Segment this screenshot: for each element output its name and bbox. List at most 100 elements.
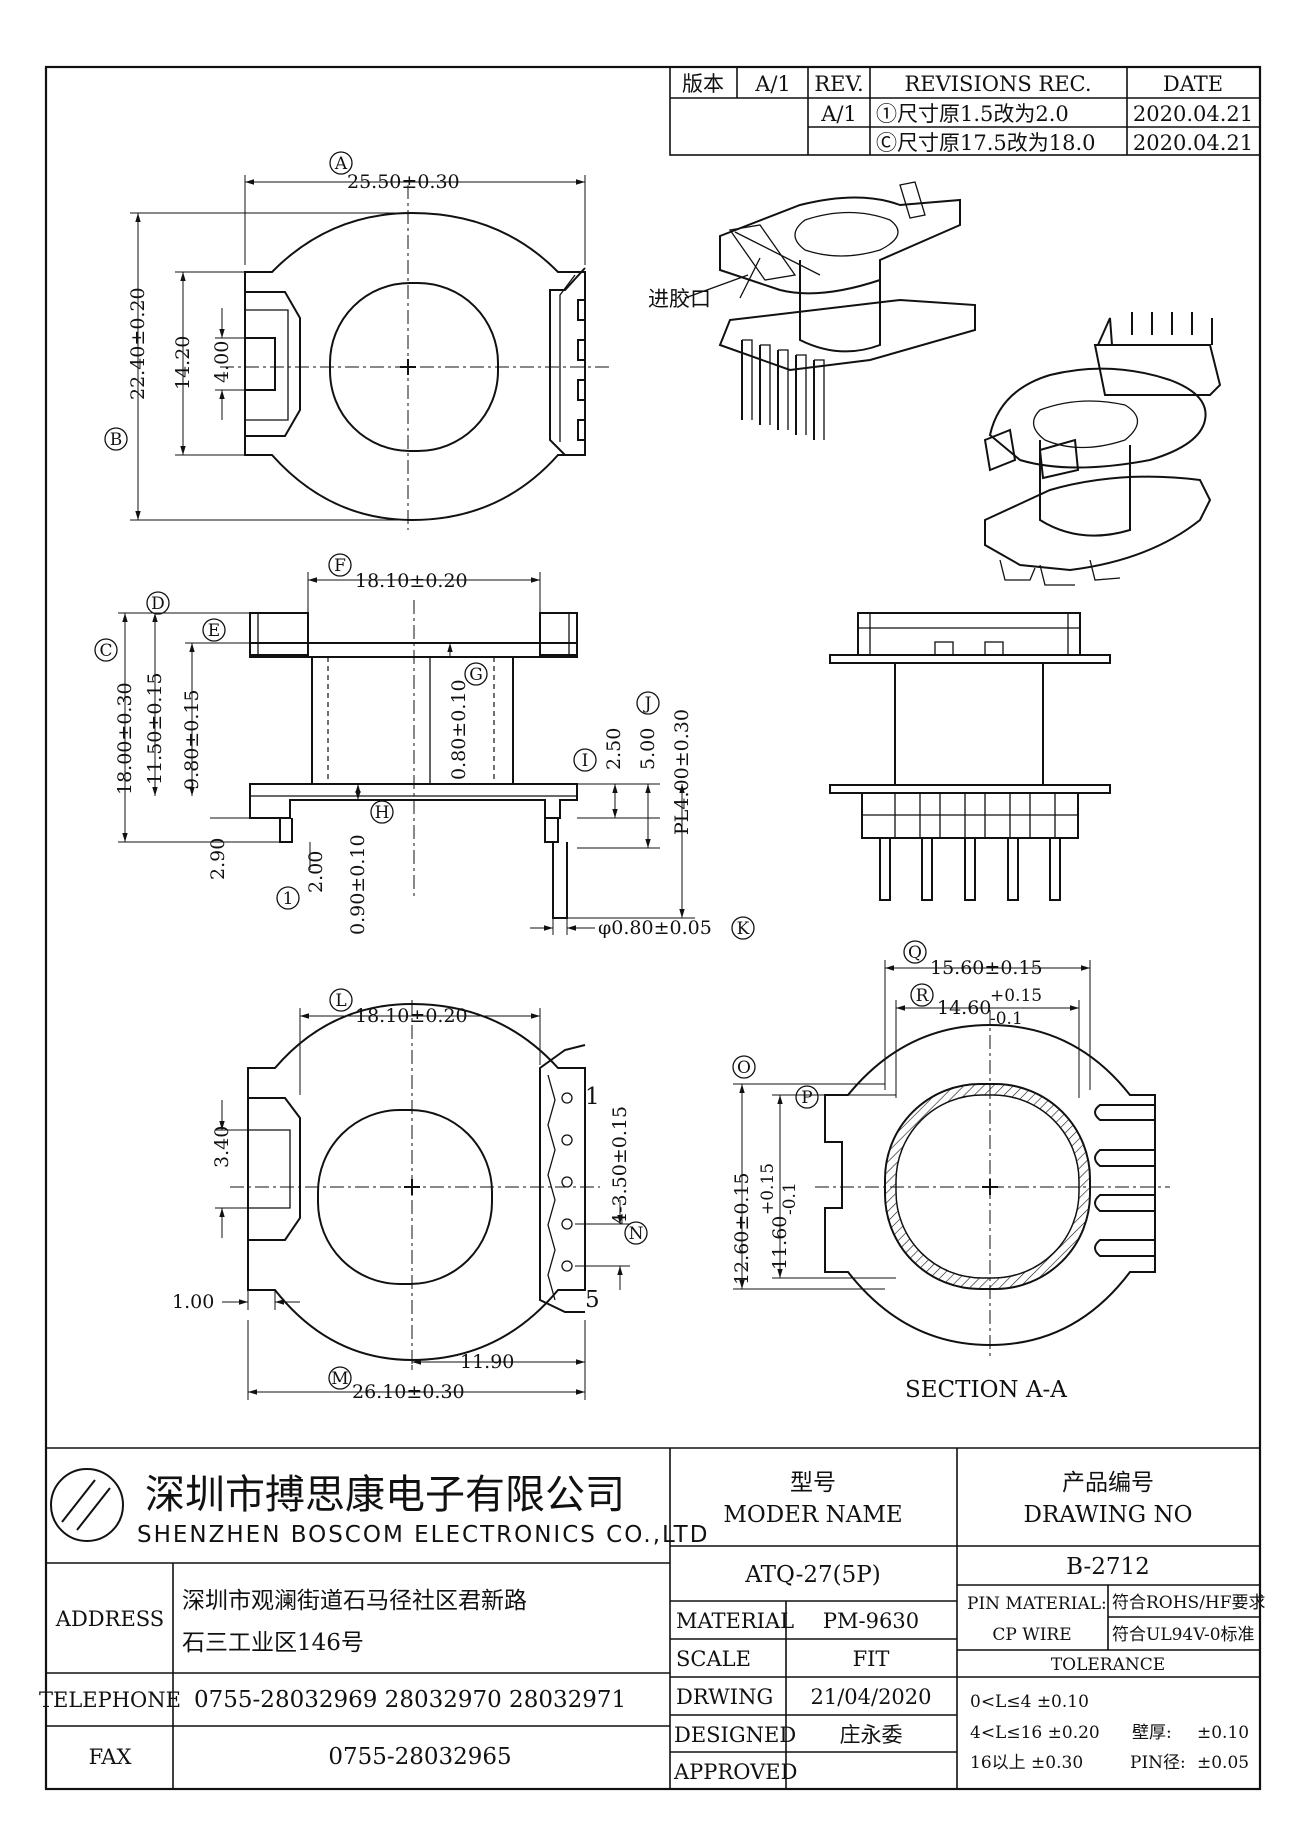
dim-sec-11-6: 11.60 <box>769 1216 791 1270</box>
dim-side-0-8: 0.80±0.10 <box>448 679 470 780</box>
rev-row-1-rev: A/1 <box>820 102 857 126</box>
tolerance-3: 16以上 ±0.30 <box>970 1753 1083 1773</box>
marker-j-label: J <box>643 694 652 714</box>
approved-label: APPROVED <box>673 1760 797 1784</box>
marker-e-label: E <box>208 621 220 641</box>
dim-bot-pitch: 4-3.50±0.15 <box>609 1106 631 1225</box>
marker-f-label: F <box>334 556 346 576</box>
marker-m <box>328 1366 352 1390</box>
telephone-value: 0755-28032969 28032970 28032971 <box>194 1687 626 1713</box>
dim-bot-width: 18.10±0.20 <box>355 1005 468 1027</box>
marker-d-label: D <box>151 594 165 614</box>
company-name-cn: 深圳市搏思康电子有限公司 <box>145 1472 625 1518</box>
marker-j <box>636 691 660 715</box>
rev-row-2-date: 2020.04.21 <box>1133 131 1253 155</box>
model-value: ATQ-27(5P) <box>744 1562 880 1588</box>
fax-label: FAX <box>89 1745 132 1769</box>
drawing-no-value: B-2712 <box>1066 1554 1150 1580</box>
dim-side-2-9: 2.90 <box>207 838 229 880</box>
dim-top-width: 25.50±0.30 <box>347 171 460 193</box>
address-line-2: 石三工业区146号 <box>182 1630 364 1656</box>
marker-d <box>146 591 170 615</box>
drawing-frame <box>44 65 1262 1791</box>
marker-q <box>903 940 927 964</box>
dim-side-0-9: 0.90±0.10 <box>347 834 369 935</box>
marker-i-label: I <box>582 751 589 771</box>
marker-g-label: G <box>469 665 483 685</box>
wall-label: 壁厚: <box>1132 1723 1172 1743</box>
tolerance-1: 0<L≤4 ±0.10 <box>970 1692 1089 1712</box>
model-label-cn: 型号 <box>790 1470 836 1496</box>
iso-view-2 <box>983 312 1222 586</box>
dim-side-pl: PL4.00±0.30 <box>671 709 693 835</box>
telephone-label: TELEPHONE <box>39 1688 181 1712</box>
front-view <box>829 612 1111 901</box>
marker-h <box>370 800 394 824</box>
rev-header: REV. <box>814 72 863 96</box>
dim-side-total: 18.00±0.30 <box>114 682 136 795</box>
dim-sec-12-6: 12.60±0.15 <box>731 1172 753 1285</box>
pin-material-label: PIN MATERIAL: <box>967 1594 1107 1614</box>
drawing-no-label-cn: 产品编号 <box>1062 1470 1154 1496</box>
title-block: 深圳市搏思康电子有限公司 SHENZHEN BOSCOM ELECTRONICS… <box>39 1447 1266 1789</box>
drawing-date-label: DRWING <box>676 1685 773 1709</box>
scale-value: FIT <box>853 1647 890 1671</box>
fax-value: 0755-28032965 <box>328 1744 511 1770</box>
rev-row-1-rec: ①尺寸原1.5改为2.0 <box>876 102 1069 126</box>
bottom-view: 1 5 18.10±0.20 L 3.40 1.00 11.90 26.10±0… <box>172 988 648 1403</box>
marker-h-label: H <box>375 803 390 823</box>
dim-side-11-5: 11.50±0.15 <box>144 672 166 785</box>
dim-sec-15-6: 15.60±0.15 <box>930 957 1043 979</box>
pin-dia-label: PIN径: <box>1130 1753 1186 1773</box>
designed-value: 庄永委 <box>840 1723 903 1747</box>
rev-row-2-rec: Ⓒ尺寸原17.5改为18.0 <box>876 131 1096 155</box>
dim-bot-1-0: 1.00 <box>172 1291 214 1313</box>
model-label-en: MODER NAME <box>723 1502 902 1528</box>
marker-b <box>104 427 128 451</box>
drawing-no-label-en: DRAWING NO <box>1024 1502 1193 1528</box>
dim-bot-11-9: 11.90 <box>460 1351 514 1373</box>
company-name-en: SHENZHEN BOSCOM ELECTRONICS CO.,LTD <box>137 1522 709 1548</box>
wall-value: ±0.10 <box>1197 1723 1249 1743</box>
version-label: 版本 <box>682 72 724 96</box>
dim-side-5-0: 5.00 <box>637 728 659 770</box>
ul-req: 符合UL94V-0标准 <box>1112 1625 1255 1645</box>
marker-i <box>573 748 597 772</box>
marker-a-label: A <box>334 154 348 174</box>
dim-top-slot: 4.00 <box>211 341 233 383</box>
company-logo <box>50 1468 124 1542</box>
marker-one-label: 1 <box>283 889 294 909</box>
section-view: SECTION A-A 15.60±0.15 Q 14.60 +0.15 -0.… <box>731 940 1170 1403</box>
date-header: DATE <box>1163 72 1223 96</box>
marker-p <box>795 1085 819 1109</box>
dim-side-width: 18.10±0.20 <box>355 570 468 592</box>
marker-b-label: B <box>110 430 123 450</box>
revision-table: 版本 A/1 REV. REVISIONS REC. DATE A/1 ①尺寸原… <box>669 66 1261 156</box>
marker-k-label: K <box>737 919 750 939</box>
pin-material-req: 符合ROHS/HF要求 <box>1112 1593 1266 1613</box>
dim-top-inner: 14.20 <box>172 336 194 390</box>
marker-a <box>329 151 353 175</box>
dim-sec-11-6-up: +0.15 <box>758 1163 778 1215</box>
pin-dia-value: ±0.05 <box>1197 1753 1249 1773</box>
material-label: MATERIAL <box>676 1609 794 1633</box>
scale-label: SCALE <box>676 1647 751 1671</box>
marker-e <box>202 618 226 642</box>
dim-bot-total: 26.10±0.30 <box>352 1381 465 1403</box>
address-label: ADDRESS <box>55 1607 164 1631</box>
marker-q-label: Q <box>908 943 922 963</box>
tolerance-2: 4<L≤16 ±0.20 <box>970 1723 1100 1743</box>
version-value: A/1 <box>754 72 791 96</box>
dim-side-2-5: 2.50 <box>603 728 625 770</box>
marker-o-label: O <box>737 1058 751 1078</box>
drawing-date-value: 21/04/2020 <box>810 1685 931 1709</box>
marker-f <box>328 553 352 577</box>
marker-l <box>329 988 353 1012</box>
marker-k <box>731 916 755 940</box>
marker-n <box>624 1221 648 1245</box>
pin-last-label: 5 <box>585 1287 600 1313</box>
side-view: 18.10±0.20 F 18.00±0.30 C 11.50±0.15 D 9… <box>94 553 755 940</box>
marker-n-label: N <box>629 1224 644 1244</box>
dim-top-height: 22.40±0.20 <box>127 287 149 400</box>
